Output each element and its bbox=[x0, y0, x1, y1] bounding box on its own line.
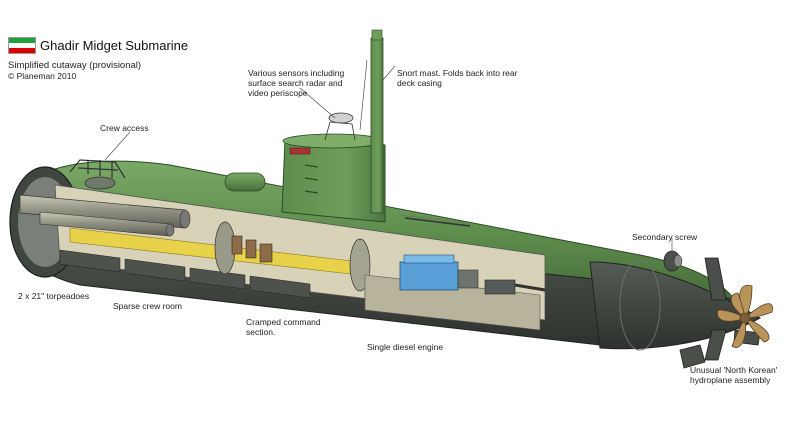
diagram-subtitle: Simplified cutaway (provisional) bbox=[8, 60, 142, 71]
torpedo-tubes bbox=[19, 194, 191, 237]
hydroplane-assembly bbox=[679, 257, 761, 369]
diagram-title: Ghadir Midget Submarine bbox=[40, 38, 189, 53]
hull-upper bbox=[39, 160, 737, 301]
label-hydroplane: Unusual 'North Korean' hydroplane assemb… bbox=[690, 365, 778, 385]
diesel-engine bbox=[399, 254, 546, 295]
secondary-screw bbox=[663, 250, 683, 272]
label-crew-access: Crew access bbox=[100, 123, 149, 133]
label-diesel-engine: Single diesel engine bbox=[367, 342, 444, 352]
copyright: © Planeman 2010 bbox=[8, 71, 77, 81]
label-secondary-screw: Secondary screw bbox=[632, 232, 698, 242]
air-tank bbox=[224, 172, 266, 192]
label-sensors: Various sensors including surface search… bbox=[248, 68, 345, 98]
label-snort-mast: Snort mast. Folds back into rear deck ca… bbox=[397, 68, 518, 88]
command-section bbox=[231, 235, 273, 263]
label-torpedoes: 2 x 21" torpeadoes bbox=[18, 291, 90, 301]
iran-flag-icon bbox=[8, 37, 36, 54]
sensor-mast bbox=[324, 112, 356, 141]
main-propeller bbox=[717, 284, 773, 348]
label-crew-room: Sparse crew room bbox=[113, 301, 182, 311]
crew-access-hatch bbox=[69, 159, 126, 179]
snort-mast bbox=[370, 37, 384, 214]
label-command-section: Cramped command section. bbox=[246, 317, 321, 337]
